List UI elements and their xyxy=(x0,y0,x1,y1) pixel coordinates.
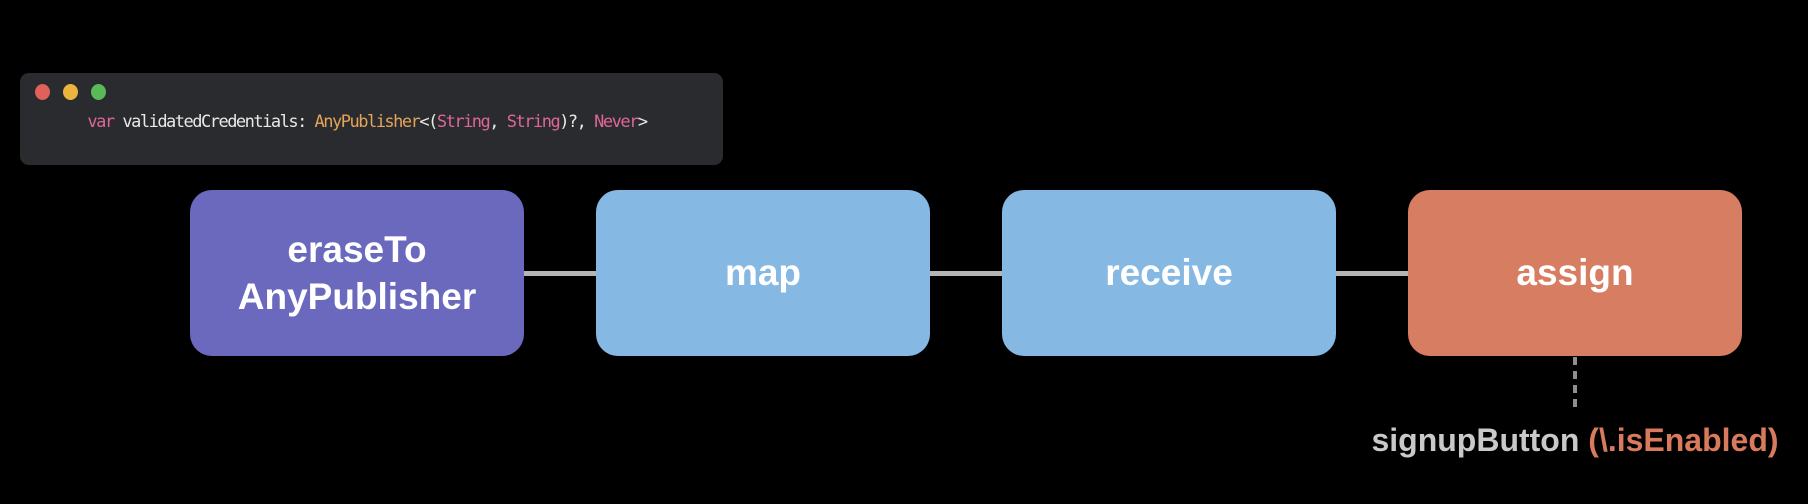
dashed-connector-line xyxy=(1573,357,1577,409)
code-token-punctuation: <( xyxy=(419,112,438,132)
assign-target-name: signupButton xyxy=(1371,422,1589,458)
assign-target-keypath: (\.isEnabled) xyxy=(1588,422,1779,458)
code-token-type: String xyxy=(506,112,561,132)
connector-line xyxy=(930,271,1002,276)
code-token-punctuation: )?, xyxy=(559,112,595,132)
close-icon xyxy=(35,84,50,100)
code-token-type: AnyPublisher xyxy=(314,112,421,132)
code-token-keyword: var xyxy=(87,112,115,132)
minimize-icon xyxy=(63,84,78,100)
code-line: var validatedCredentials: AnyPublisher<(… xyxy=(35,92,648,152)
code-window: var validatedCredentials: AnyPublisher<(… xyxy=(20,73,723,165)
assign-target-label: signupButton (\.isEnabled) xyxy=(1371,422,1778,459)
code-token-type: Never xyxy=(594,112,639,132)
code-token-punctuation: , xyxy=(489,112,507,132)
connector-line xyxy=(524,271,596,276)
node-assign: assign xyxy=(1408,190,1742,356)
window-traffic-lights xyxy=(35,84,106,100)
connector-line xyxy=(1336,271,1408,276)
node-erase-to-any-publisher: eraseTo AnyPublisher xyxy=(190,190,524,356)
node-receive: receive xyxy=(1002,190,1336,356)
code-token-punctuation: > xyxy=(637,112,648,132)
node-map: map xyxy=(596,190,930,356)
maximize-icon xyxy=(91,84,106,100)
code-token-identifier: validatedCredentials: xyxy=(113,112,315,132)
code-token-type: String xyxy=(436,112,491,132)
